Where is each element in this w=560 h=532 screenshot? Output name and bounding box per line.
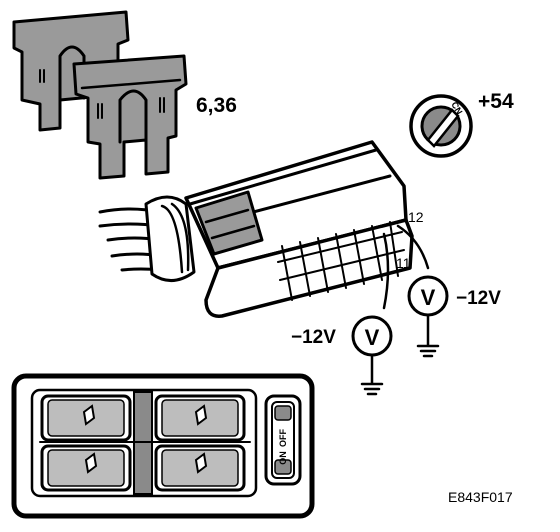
fuse-front (72, 54, 188, 180)
fuse-pair: 6,36 (12, 10, 237, 180)
lockout-indicator-icon (274, 459, 292, 475)
lockout-on-label: ON (278, 451, 288, 465)
connector-pin-a-label: 12 (408, 209, 424, 225)
probe-lead-pin-b (382, 232, 390, 310)
rocker-front-left (40, 394, 132, 442)
rocker-rear-right (154, 444, 246, 492)
window-arrow-icon (84, 452, 98, 474)
figure-code: E843F017 (448, 489, 513, 505)
rocker-rear-left (40, 444, 132, 492)
connector-pin-grid (277, 221, 405, 301)
voltmeter-left: V −12V (291, 315, 393, 396)
voltmeter-right-reading: −12V (456, 288, 501, 309)
probe-lead-pin-a (396, 224, 430, 270)
ground-symbol-icon (360, 353, 384, 396)
window-arrow-icon (194, 404, 208, 426)
lockout-indicator-icon (274, 405, 292, 421)
voltmeter-left-reading: −12V (291, 327, 336, 348)
ignition-key-slot-icon (426, 108, 460, 148)
window-arrow-icon (82, 404, 96, 426)
ground-symbol-icon (416, 313, 440, 358)
lockout-off-label: OFF (278, 429, 288, 447)
voltmeter-right-symbol: V (421, 285, 436, 310)
voltmeter-right: V −12V (407, 275, 501, 358)
ignition-switch: CN +54 (409, 90, 514, 158)
fuse-back (12, 10, 130, 132)
connector-housing-face (204, 218, 414, 318)
window-switch-panel: OFF ON (11, 373, 315, 519)
rocker-front-right (154, 394, 246, 442)
connector-pin-b-label: 11 (396, 255, 411, 271)
fuse-rating-label: 6,36 (196, 94, 237, 117)
window-arrow-icon (194, 452, 208, 474)
lockout-switch: OFF ON (264, 394, 302, 486)
voltmeter-left-symbol: V (365, 325, 380, 350)
window-switch-connector: 12 11 (98, 140, 430, 318)
ignition-terminal-label: +54 (478, 90, 514, 113)
